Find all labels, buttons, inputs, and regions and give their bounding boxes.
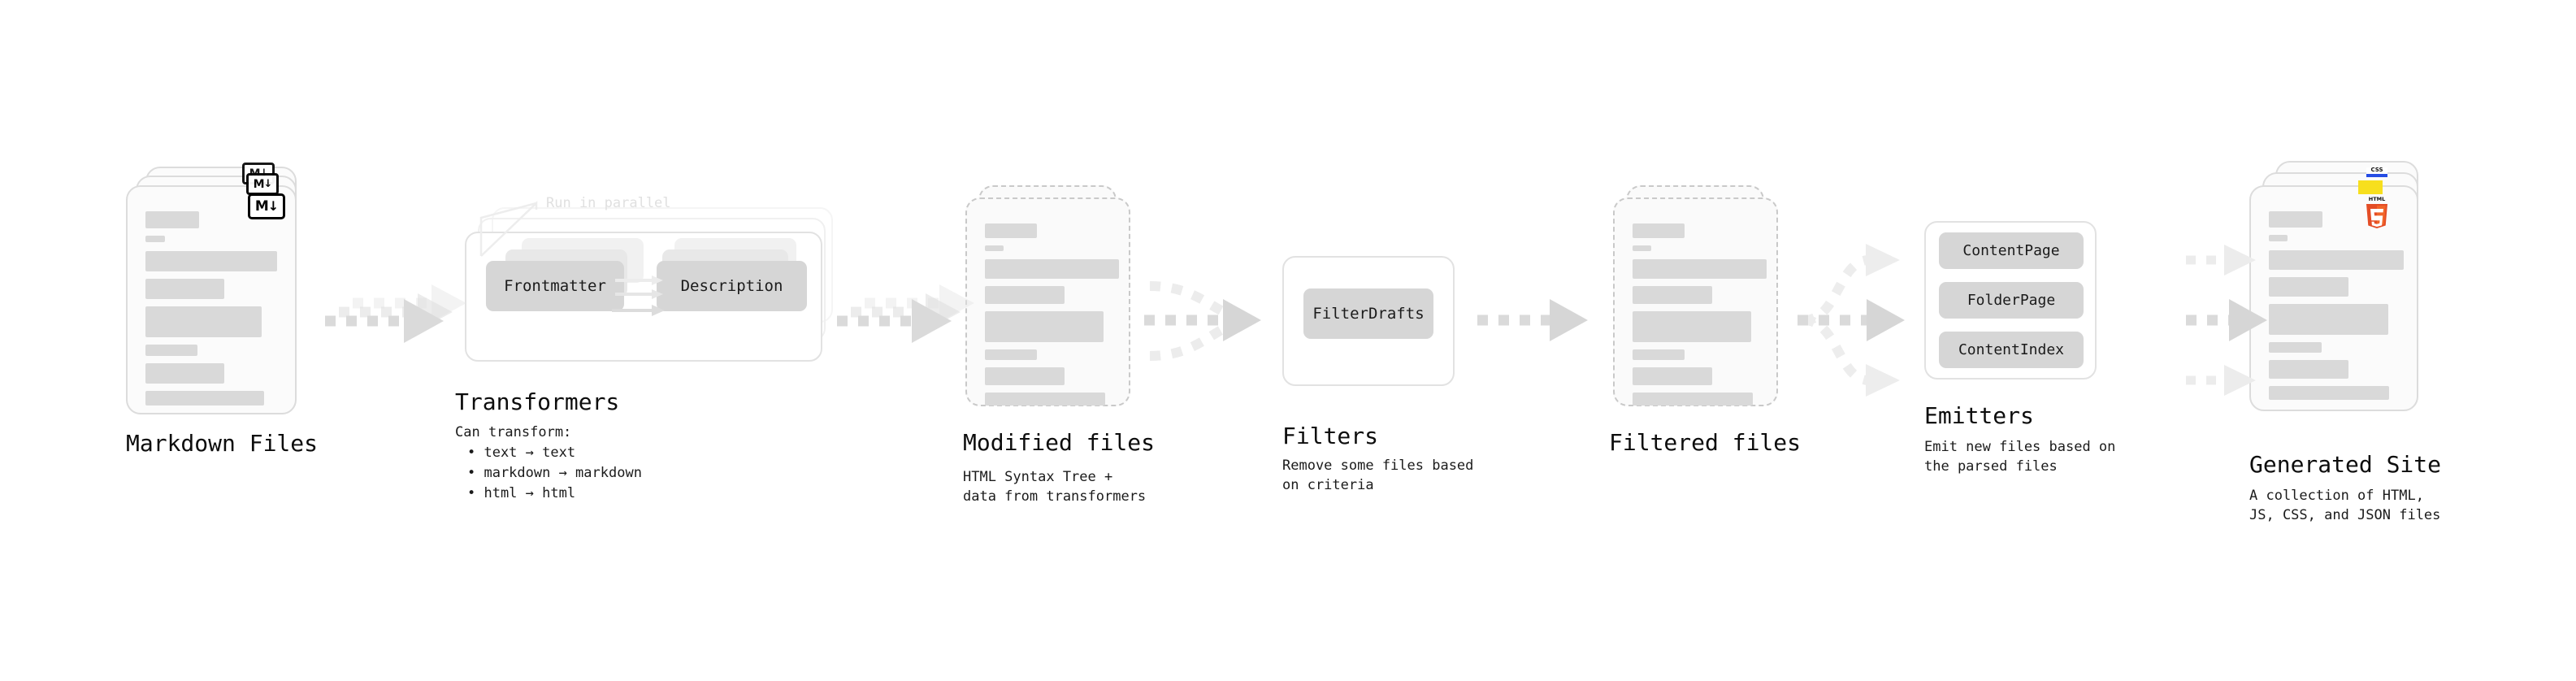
content-bar bbox=[985, 367, 1065, 385]
chip-contentpage[interactable]: ContentPage bbox=[1939, 232, 2084, 269]
content-bar bbox=[985, 311, 1104, 342]
html5-icon: HTML bbox=[2363, 195, 2391, 228]
stage-generated-site: CSS HTML bbox=[2249, 161, 2444, 421]
content-bar bbox=[1633, 259, 1767, 279]
emitters-description-line-1: Emit new files based on bbox=[1924, 439, 2116, 455]
content-bar bbox=[2269, 235, 2288, 241]
stage-markdown-files: M↓ M↓ M↓ bbox=[126, 163, 313, 414]
markdown-icon-letter: M bbox=[253, 177, 265, 191]
chip-contentindex-label: ContentIndex bbox=[1958, 341, 2065, 358]
transformers-bullet-3: • html → html bbox=[467, 485, 576, 501]
content-bar bbox=[145, 345, 197, 356]
label-generated-site: Generated Site bbox=[2249, 451, 2442, 478]
label-filtered-files: Filtered files bbox=[1609, 429, 1802, 456]
arrow-filters-to-filtered bbox=[1477, 299, 1588, 341]
transformers-bullet-1: • text → text bbox=[467, 445, 576, 461]
content-bar bbox=[145, 391, 264, 406]
content-bar bbox=[1633, 393, 1753, 406]
generated-site-description-line-1: A collection of HTML, bbox=[2249, 488, 2424, 504]
content-bar bbox=[145, 251, 277, 271]
content-bar bbox=[1633, 367, 1712, 385]
arrow-markdown-to-transformers bbox=[325, 284, 466, 343]
content-bar bbox=[145, 363, 224, 384]
js-icon bbox=[2358, 180, 2383, 194]
content-bar bbox=[2269, 342, 2322, 353]
content-bar bbox=[1633, 286, 1712, 304]
file-sheet-front bbox=[2249, 185, 2418, 411]
content-bar bbox=[145, 279, 224, 299]
label-modified-files: Modified files bbox=[963, 429, 1156, 456]
content-bar bbox=[145, 211, 199, 228]
content-bar bbox=[985, 259, 1119, 279]
file-sheet-front bbox=[1613, 197, 1778, 406]
file-content-bars bbox=[2269, 211, 2404, 407]
transformers-description-line-1: Can transform: bbox=[455, 424, 572, 440]
arrow-modified-to-filters bbox=[1144, 281, 1261, 361]
markdown-icon: M↓ bbox=[248, 193, 285, 219]
content-bar bbox=[1633, 311, 1751, 342]
chip-folderpage[interactable]: FolderPage bbox=[1939, 282, 2084, 319]
file-content-bars bbox=[985, 223, 1119, 413]
generated-site-description-line-2: JS, CSS, and JSON files bbox=[2249, 507, 2441, 523]
filters-description-line-2: on criteria bbox=[1282, 477, 1374, 493]
chip-filterdrafts-label: FilterDrafts bbox=[1312, 305, 1425, 323]
label-markdown-files: Markdown Files bbox=[126, 430, 319, 457]
label-emitters: Emitters bbox=[1924, 402, 2034, 429]
label-transformers: Transformers bbox=[455, 388, 620, 415]
file-content-bars bbox=[145, 211, 280, 413]
label-filters: Filters bbox=[1282, 423, 1379, 449]
content-bar bbox=[2269, 250, 2404, 270]
chip-contentindex[interactable]: ContentIndex bbox=[1939, 332, 2084, 368]
label-run-in-parallel: Run in parallel bbox=[546, 195, 671, 211]
content-bar bbox=[1633, 223, 1685, 238]
content-bar bbox=[145, 236, 165, 242]
arrow-transformers-to-modified bbox=[837, 284, 974, 343]
transformers-bullet-2: • markdown → markdown bbox=[467, 465, 642, 481]
content-bar bbox=[985, 223, 1037, 238]
emitters-description-line-2: the parsed files bbox=[1924, 458, 2058, 475]
chip-description[interactable]: Description bbox=[657, 261, 807, 311]
modified-files-description-line-2: data from transformers bbox=[963, 488, 1147, 505]
file-content-bars bbox=[1633, 223, 1767, 413]
filters-description-line-1: Remove some files based bbox=[1282, 458, 1474, 474]
stage-filtered-files bbox=[1605, 185, 1792, 421]
chip-frontmatter[interactable]: Frontmatter bbox=[486, 261, 624, 311]
chip-folderpage-label: FolderPage bbox=[1967, 292, 2056, 309]
content-bar bbox=[985, 286, 1065, 304]
content-bar bbox=[985, 245, 1004, 251]
chip-frontmatter-label: Frontmatter bbox=[504, 277, 606, 295]
file-sheet-front bbox=[126, 185, 297, 414]
content-bar bbox=[2269, 211, 2322, 228]
content-bar bbox=[985, 349, 1037, 360]
svg-text:HTML: HTML bbox=[2369, 196, 2385, 202]
css-icon: CSS bbox=[2366, 167, 2387, 177]
modified-files-description-line-1: HTML Syntax Tree + bbox=[963, 469, 1113, 485]
chip-filterdrafts[interactable]: FilterDrafts bbox=[1303, 288, 1433, 339]
file-sheet-front bbox=[965, 197, 1130, 406]
content-bar bbox=[985, 393, 1105, 406]
content-bar bbox=[145, 306, 262, 337]
chip-contentpage-label: ContentPage bbox=[1962, 242, 2060, 259]
arrow-filtered-to-emitters bbox=[1798, 244, 1905, 397]
content-bar bbox=[2269, 386, 2389, 400]
content-bar bbox=[2269, 277, 2348, 297]
content-bar bbox=[2269, 360, 2348, 379]
css-icon-label: CSS bbox=[2370, 167, 2383, 173]
chip-description-label: Description bbox=[680, 277, 783, 295]
content-bar bbox=[1633, 245, 1651, 251]
stage-modified-files bbox=[959, 185, 1146, 421]
markdown-icon: M↓ bbox=[246, 173, 279, 195]
markdown-icon-letter: M bbox=[254, 197, 269, 215]
content-bar bbox=[2269, 304, 2388, 335]
css-icon-bar bbox=[2366, 174, 2387, 177]
stage-transformers: Frontmatter Description bbox=[455, 207, 845, 362]
content-bar bbox=[1633, 349, 1685, 360]
